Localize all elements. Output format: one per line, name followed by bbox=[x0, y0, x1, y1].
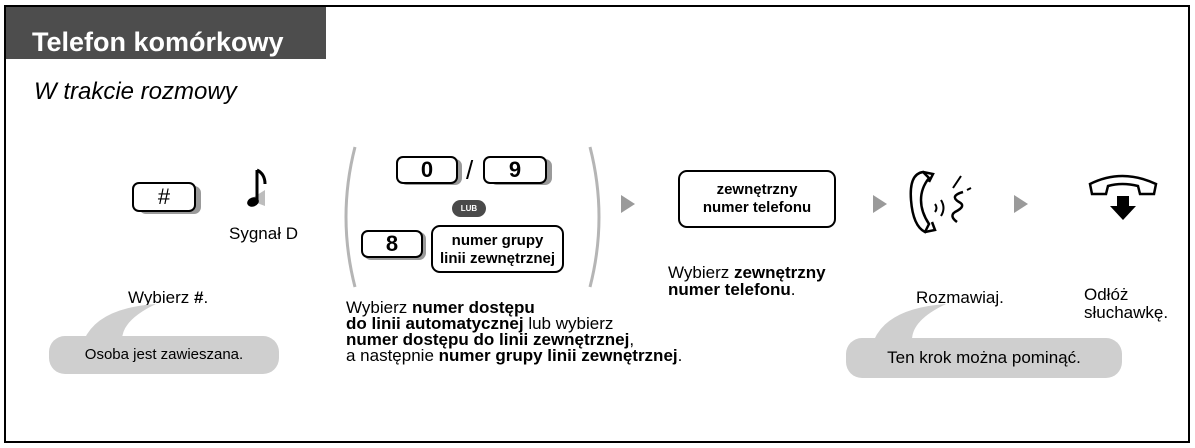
callout-optional: Ten krok można pominąć. bbox=[846, 338, 1122, 378]
step1-caption: Wybierz #. bbox=[128, 288, 209, 307]
or-badge: LUB bbox=[452, 200, 486, 217]
key-8: 8 bbox=[361, 230, 423, 258]
arrow-right-icon bbox=[873, 195, 887, 213]
arrow-right-icon bbox=[1014, 195, 1028, 213]
step5-caption: Odłóż słuchawkę. bbox=[1084, 285, 1169, 322]
step2-caption: Wybierz numer dostępu do linii automatyc… bbox=[346, 298, 683, 365]
subtitle: W trakcie rozmowy bbox=[34, 78, 237, 105]
talking-handset-icon bbox=[909, 170, 972, 234]
page-title: Telefon komórkowy bbox=[6, 7, 326, 59]
key-0: 0 bbox=[396, 156, 458, 184]
callout-tail bbox=[84, 304, 156, 340]
external-number-key: zewnętrzny numer telefonu bbox=[678, 170, 836, 228]
separator-slash: / bbox=[466, 155, 474, 185]
step4-caption: Rozmawiaj. bbox=[916, 288, 1004, 307]
tone-label: Sygnał D bbox=[229, 224, 298, 243]
left-bracket bbox=[344, 146, 357, 288]
arrow-right-icon bbox=[621, 195, 635, 213]
hang-up-handset-icon bbox=[1088, 174, 1158, 220]
key-9: 9 bbox=[483, 156, 547, 184]
music-note-icon bbox=[247, 168, 267, 207]
step3-caption: Wybierz zewnętrzny numer telefonu. bbox=[668, 263, 826, 299]
group-number-key: numer grupy linii zewnętrznej bbox=[431, 225, 564, 273]
right-bracket bbox=[588, 146, 601, 288]
hash-key: # bbox=[132, 182, 196, 212]
callout-tail bbox=[874, 304, 946, 340]
callout-hold: Osoba jest zawieszana. bbox=[49, 336, 279, 374]
diagram-frame bbox=[4, 5, 1190, 443]
